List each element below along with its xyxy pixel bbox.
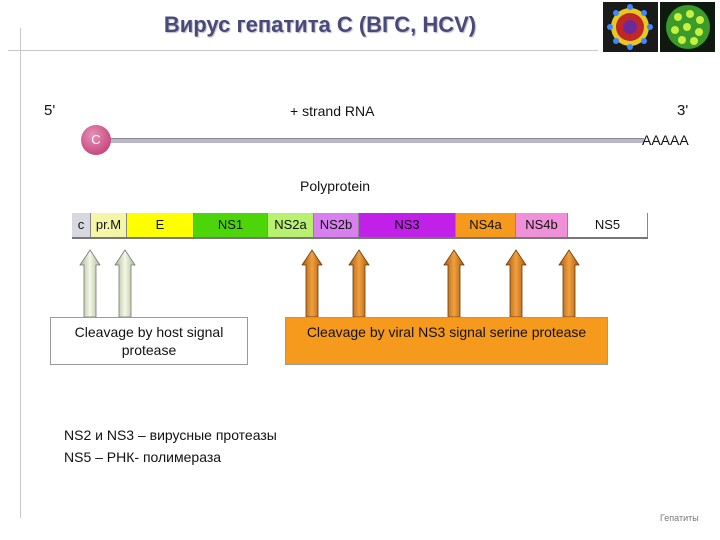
note-ns5: NS5 – РНК- полимераза — [64, 449, 222, 465]
rna-cap: C — [81, 125, 111, 155]
segment-ns3: NS3 — [359, 213, 456, 237]
virus-image-right — [660, 2, 715, 52]
poly-a-tail: AAAAA — [642, 132, 689, 148]
segment-ns1: NS1 — [194, 213, 268, 237]
virus-image-left — [603, 2, 658, 52]
rna-strand — [98, 138, 644, 143]
viral-arrow-4 — [505, 249, 527, 318]
polyprotein-bar: c pr.M E NS1 NS2a NS2b NS3 NS4a NS4b NS5 — [72, 213, 648, 239]
viral-arrow-5 — [558, 249, 580, 318]
segment-e: E — [127, 213, 194, 237]
segment-ns5: NS5 — [568, 213, 648, 237]
slide-horizontal-rule — [8, 50, 598, 51]
footer-label: Гепатиты — [660, 513, 699, 523]
viral-arrow-3 — [443, 249, 465, 318]
segment-c: c — [72, 213, 91, 237]
segment-ns4b: NS4b — [516, 213, 568, 237]
five-prime-label: 5' — [44, 102, 56, 119]
rna-label: + strand RNA — [290, 103, 375, 119]
note-ns2-ns3: NS2 и NS3 – вирусные протеазы — [64, 427, 277, 443]
host-arrow-2 — [114, 249, 136, 318]
viral-protease-box: Cleavage by viral NS3 signal serine prot… — [285, 317, 608, 365]
slide-title: Вирус гепатита С (ВГС, HCV) — [163, 12, 477, 37]
polyprotein-label: Polyprotein — [300, 178, 371, 194]
host-protease-box: Cleavage by host signal protease — [50, 317, 248, 365]
slide-vertical-rule — [20, 28, 21, 518]
segment-prm: pr.M — [91, 213, 127, 237]
viral-arrow-2 — [348, 249, 370, 318]
viral-arrow-1 — [301, 249, 323, 318]
three-prime-label: 3' — [677, 102, 689, 119]
segment-ns2a: NS2a — [268, 213, 314, 237]
segment-ns4a: NS4a — [456, 213, 516, 237]
segment-ns2b: NS2b — [314, 213, 359, 237]
host-arrow-1 — [79, 249, 101, 318]
